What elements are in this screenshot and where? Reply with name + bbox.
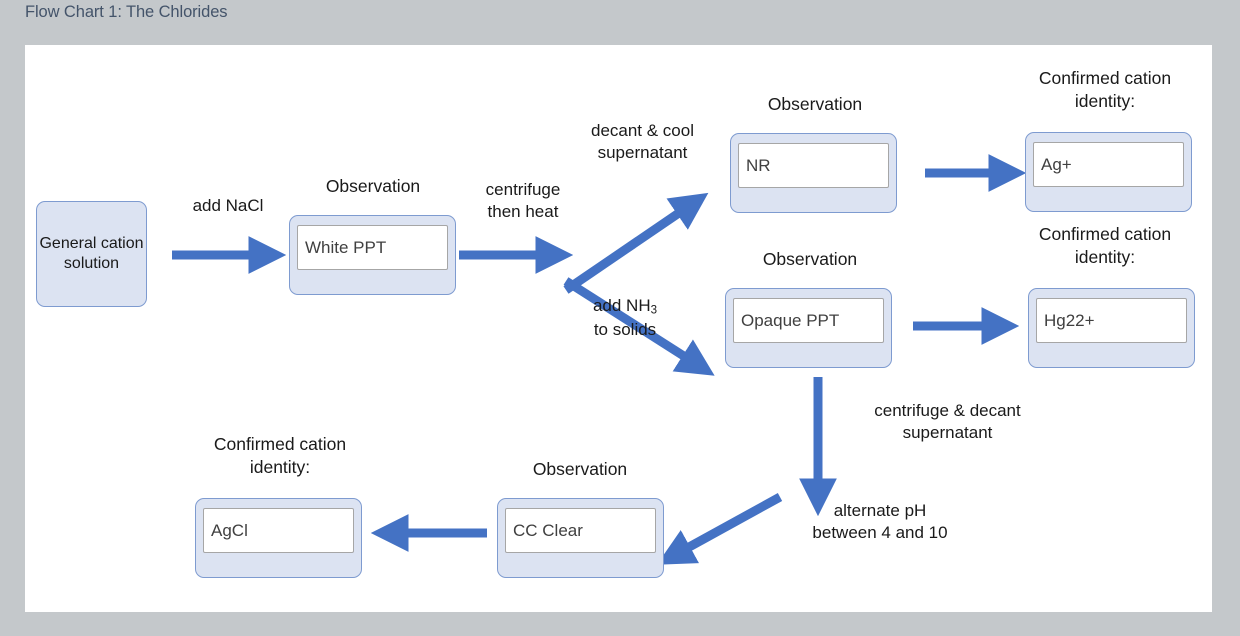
label-confirmed-cation-identity-agcl: Confirmed cation identity: [213, 434, 347, 477]
flow-chart-canvas: General cation solution add NaCl Observa… [25, 45, 1212, 612]
node-general-cation-solution-text: General cation solution [39, 234, 144, 272]
label-confirmed-cation-identity-hg: Confirmed cation identity: [1038, 224, 1172, 267]
label-confirmed-cation-identity-ag: Confirmed cation identity: [1038, 68, 1172, 111]
edge-label-add-nh3-prefix: add NH [592, 296, 651, 315]
label-observation-opaque-ppt: Observation [762, 249, 858, 269]
node-opaque-ppt[interactable]: Opaque PPT [725, 288, 892, 368]
node-white-ppt[interactable]: White PPT [289, 215, 456, 295]
node-cc-clear[interactable]: CC Clear [497, 498, 664, 578]
edge-label-add-nh3-subscript: 3 [650, 304, 658, 317]
field-nr[interactable]: NR [738, 143, 889, 188]
edge-label-centrifuge-decant-supernatant: centrifuge & decant supernatant [874, 401, 1021, 443]
label-observation-nr: Observation [767, 94, 863, 114]
edge-label-add-nh3-suffix: to solids [593, 319, 657, 339]
arrow-branch-up-to-nr [563, 192, 709, 294]
label-observation-white-ppt: Observation [325, 176, 421, 196]
field-hg22-plus[interactable]: Hg22+ [1036, 298, 1187, 343]
node-ag-plus[interactable]: Ag+ [1025, 132, 1192, 212]
arrow-down-to-cc-clear [656, 493, 783, 565]
field-cc-clear[interactable]: CC Clear [505, 508, 656, 553]
edge-label-add-nacl: add NaCl [192, 196, 264, 215]
field-ag-plus[interactable]: Ag+ [1033, 142, 1184, 187]
node-nr[interactable]: NR [730, 133, 897, 213]
edge-label-add-nh3-to-solids: add NH3 to solids [555, 295, 695, 341]
label-observation-cc-clear: Observation [532, 459, 628, 479]
field-agcl[interactable]: AgCl [203, 508, 354, 553]
node-hg22-plus[interactable]: Hg22+ [1028, 288, 1195, 368]
edge-label-decant-cool-supernatant: decant & cool supernatant [590, 121, 694, 163]
field-opaque-ppt[interactable]: Opaque PPT [733, 298, 884, 343]
edge-label-alternate-ph: alternate pH between 4 and 10 [812, 501, 948, 543]
field-white-ppt[interactable]: White PPT [297, 225, 448, 270]
node-agcl[interactable]: AgCl [195, 498, 362, 578]
edge-label-centrifuge-then-heat: centrifuge then heat [485, 180, 561, 222]
node-general-cation-solution[interactable]: General cation solution [36, 201, 147, 307]
page-title: Flow Chart 1: The Chlorides [25, 3, 228, 21]
